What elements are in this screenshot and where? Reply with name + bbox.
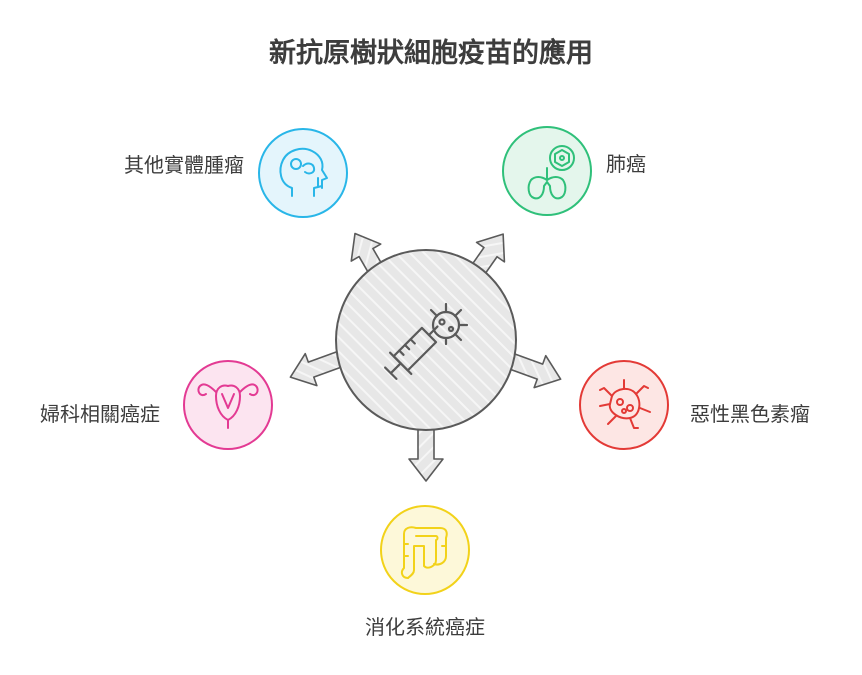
node-digestive-cancer: 消化系統癌症 <box>365 505 485 639</box>
node-lung-cancer: 肺癌 <box>502 126 646 216</box>
lungs-virus-icon <box>527 145 575 200</box>
diagram-title: 新抗原樹狀細胞疫苗的應用 <box>269 37 593 69</box>
node-label: 其他實體腫瘤 <box>124 153 244 177</box>
node-gynecologic-cancer: 婦科相關癌症 <box>40 360 273 450</box>
center-hub <box>335 249 517 431</box>
intestine-icon <box>400 526 448 579</box>
node-circle <box>183 360 273 450</box>
node-melanoma: 惡性黑色素瘤 <box>579 360 810 450</box>
node-label: 消化系統癌症 <box>365 615 485 639</box>
melanoma-cell-icon <box>599 379 651 429</box>
syringe-virus-icon <box>384 302 469 380</box>
arrow-to-digestive-cancer <box>408 424 444 482</box>
node-label: 肺癌 <box>606 152 646 176</box>
node-other-solid-tumors: 其他實體腫瘤 <box>124 128 348 218</box>
arrows <box>289 232 562 482</box>
node-label: 惡性黑色素瘤 <box>690 402 810 426</box>
node-label: 婦科相關癌症 <box>40 402 160 426</box>
node-circle <box>258 128 348 218</box>
arrow-to-gynecologic-cancer <box>289 349 347 387</box>
node-circle <box>579 360 669 450</box>
uterus-icon <box>197 383 259 429</box>
head-mind-icon <box>279 147 328 197</box>
